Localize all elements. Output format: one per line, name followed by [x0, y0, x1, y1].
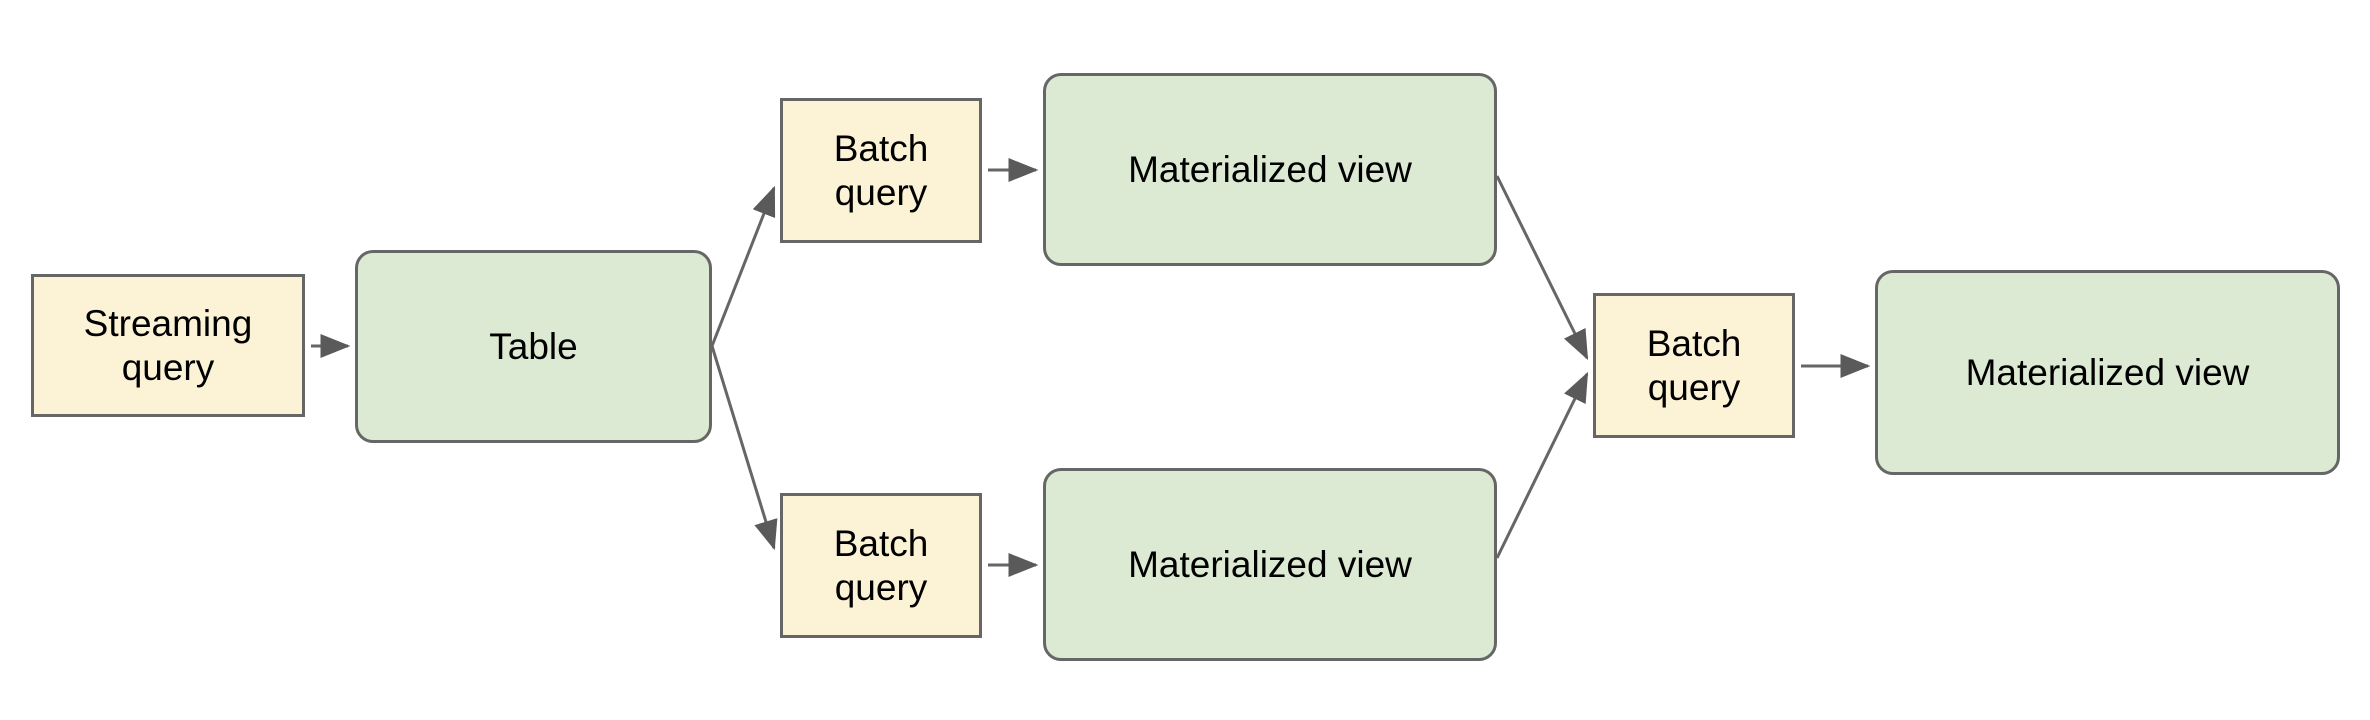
- node-materialized-view-top[interactable]: Materialized view: [1043, 73, 1497, 266]
- node-label-table: Table: [489, 325, 578, 367]
- node-table[interactable]: Table: [355, 250, 712, 443]
- node-label-batch-query-top: Batch query: [833, 127, 929, 213]
- node-label-materialized-view-top: Materialized view: [1128, 148, 1412, 190]
- node-label-streaming-query: Streaming query: [83, 302, 253, 388]
- node-label-batch-query-bottom: Batch query: [833, 522, 929, 608]
- node-materialized-view-final[interactable]: Materialized view: [1875, 270, 2340, 475]
- edge-table-to-batch-top: [710, 185, 776, 347]
- edge-mv-bot-to-join: [1495, 371, 1589, 559]
- node-label-materialized-view-final: Materialized view: [1965, 351, 2250, 393]
- node-materialized-view-bottom[interactable]: Materialized view: [1043, 468, 1497, 661]
- edge-table-to-batch-bot: [710, 345, 778, 551]
- node-label-materialized-view-bottom: Materialized view: [1128, 543, 1412, 585]
- node-streaming-query[interactable]: Streaming query: [31, 274, 305, 417]
- node-batch-query-top[interactable]: Batch query: [780, 98, 982, 243]
- edge-mv-top-to-join: [1495, 175, 1589, 361]
- node-label-batch-query-join: Batch query: [1646, 322, 1742, 408]
- node-batch-query-join[interactable]: Batch query: [1593, 293, 1795, 438]
- node-batch-query-bottom[interactable]: Batch query: [780, 493, 982, 638]
